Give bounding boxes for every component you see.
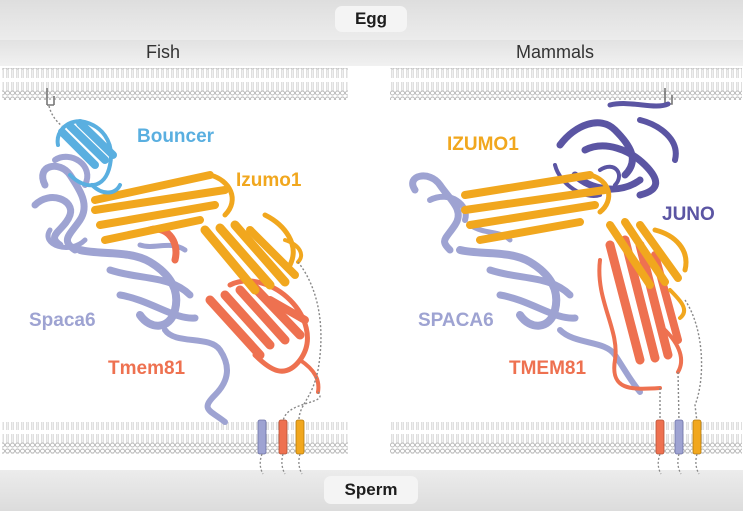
fish-complex <box>31 88 322 475</box>
izumo1-mammals <box>461 171 689 320</box>
izumo1-fish-tm-helix <box>295 419 305 455</box>
mammals-cytoplasmic-tails <box>657 453 700 475</box>
spaca6-fish <box>31 153 230 425</box>
sperm-membrane-mammals <box>390 422 742 454</box>
fish-tmem81-label: Tmem81 <box>108 358 186 379</box>
egg-membrane-mammals <box>390 68 742 100</box>
gpi-anchor-fish <box>46 88 55 106</box>
fish-spaca6-label: Spaca6 <box>29 310 96 331</box>
bouncer-fish <box>55 119 122 195</box>
fish-izumo1-label: Izumo1 <box>236 170 302 191</box>
juno-mammals <box>553 101 679 199</box>
sperm-membrane-fish <box>2 422 348 454</box>
izumo1-fish-tether <box>297 261 322 423</box>
mammals-izumo1-label: IZUMO1 <box>447 134 519 155</box>
tmem81-mammals-tm-helix <box>655 419 665 455</box>
mammals-juno-label: JUNO <box>662 204 715 225</box>
fish-panel-title: Fish <box>146 42 181 62</box>
fish-cytoplasmic-tails <box>259 453 303 475</box>
izumo1-mammals-tether <box>684 299 703 423</box>
spaca6-mammals-tm-helix <box>674 419 684 455</box>
egg-membrane-fish <box>2 68 348 100</box>
spaca6-mammals-tether <box>677 371 680 423</box>
spaca6-fish-tm-helix <box>257 419 267 455</box>
mammals-complex <box>409 88 703 475</box>
fish-bouncer-label: Bouncer <box>137 126 215 147</box>
mammals-tmem81-label: TMEM81 <box>509 358 587 379</box>
bouncer-linker <box>48 105 63 127</box>
mammals-panel-title: Mammals <box>516 42 595 62</box>
izumo1-fish <box>91 171 304 295</box>
sperm-label: Sperm <box>324 476 418 504</box>
mammals-spaca6-label: SPACA6 <box>418 310 494 331</box>
tmem81-fish-tm-helix <box>278 419 288 455</box>
izumo1-mammals-tm-helix <box>692 419 702 455</box>
tmem81-fish-tether <box>282 391 321 423</box>
egg-label: Egg <box>335 6 407 32</box>
panel-header-row <box>0 40 743 66</box>
